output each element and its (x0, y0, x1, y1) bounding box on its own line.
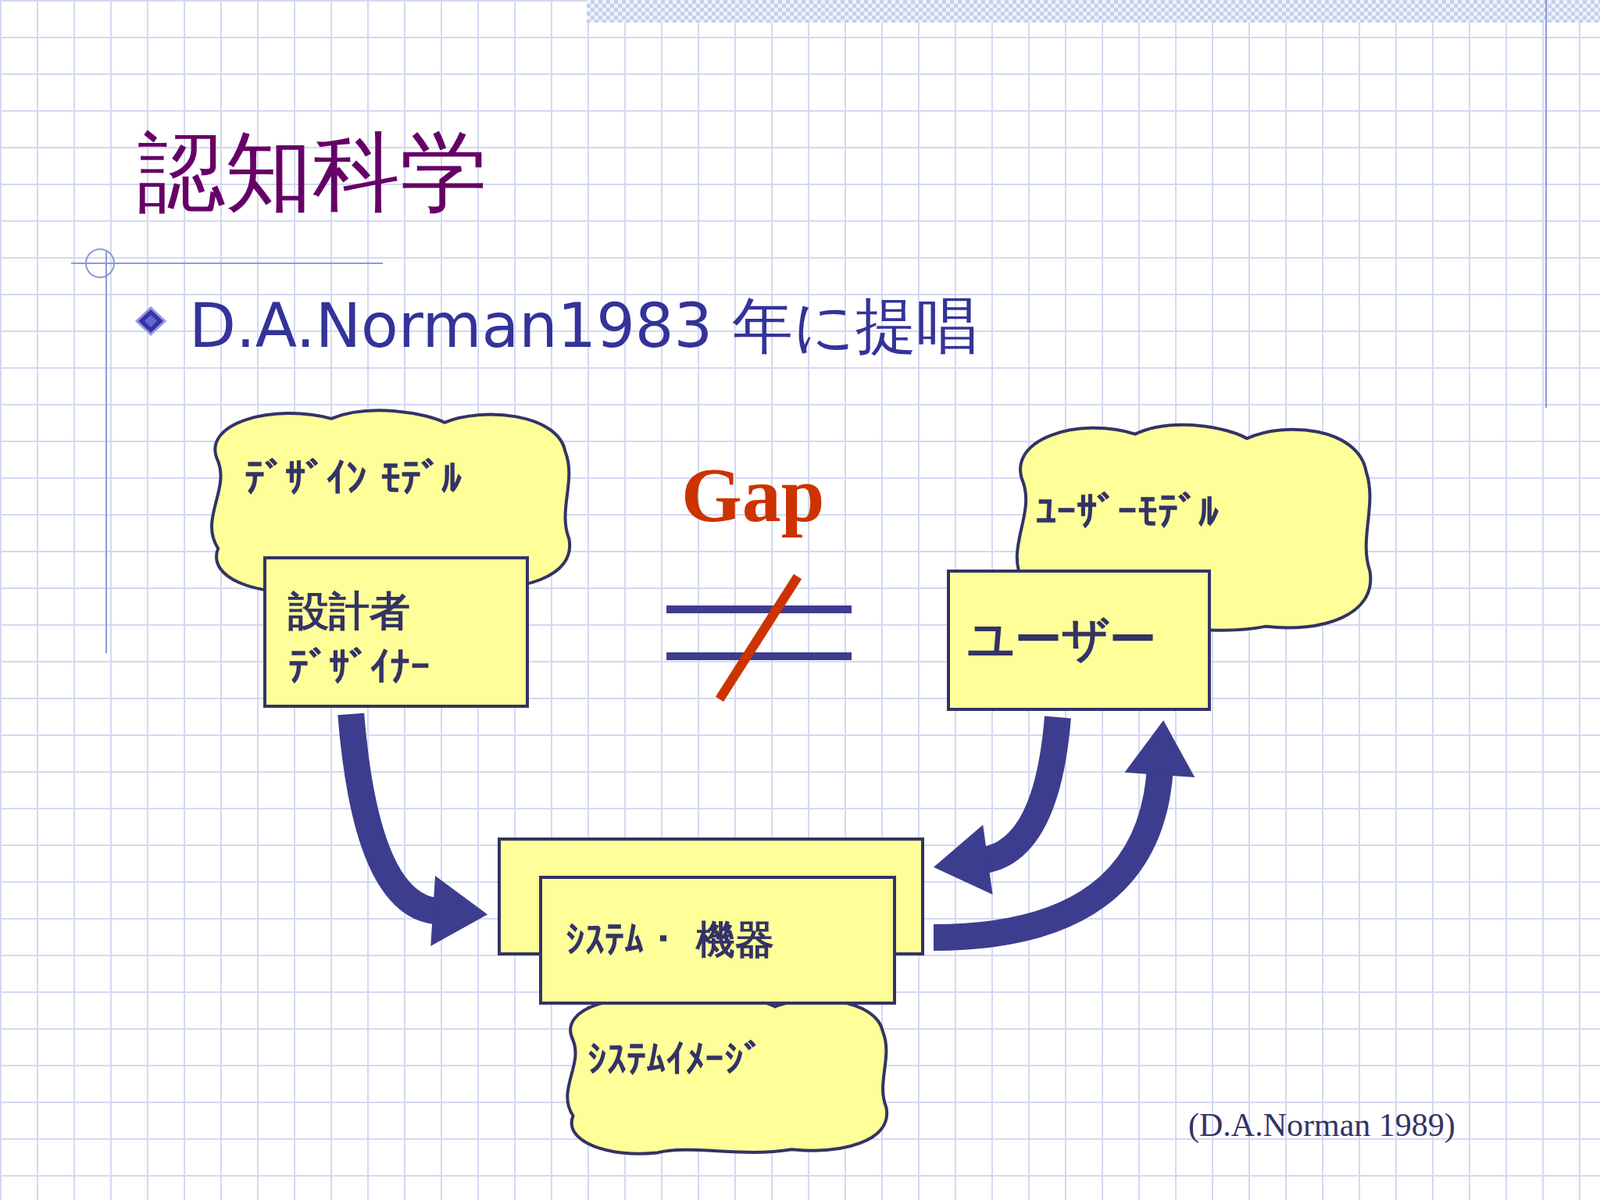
node-text: 設計者 (288, 582, 411, 640)
not-equal-line (666, 652, 852, 661)
flow-arrow (933, 717, 1058, 895)
rule-line (105, 250, 108, 654)
node-text: ユーザー (967, 608, 1157, 672)
citation: (D.A.Norman 1989) (1188, 1106, 1456, 1144)
header-band (586, 0, 1600, 23)
rule-circle (85, 249, 115, 278)
model-cloud: ｼｽﾃﾑｲﾒｰｼﾞ (556, 989, 893, 1158)
not-equal-line (666, 605, 852, 614)
actor-box: 設計者ﾃﾞｻﾞｲﾅｰ (263, 556, 529, 708)
arrow-shaft (350, 714, 439, 911)
actor-box: ｼｽﾃﾑ・ 機器 (539, 875, 897, 1005)
model-name: ﾕｰｻﾞｰﾓﾃﾞﾙ (1035, 488, 1219, 536)
bullet-diamond (136, 307, 165, 335)
model-name: ｼｽﾃﾑｲﾒｰｼﾞ (587, 1036, 764, 1083)
node-text: ﾃﾞｻﾞｲﾅｰ (288, 639, 431, 696)
arrow-head (933, 825, 993, 895)
arrow-shaft (933, 769, 1161, 938)
node-text: ｼｽﾃﾑ・ 機器 (565, 914, 775, 967)
arrow-head (430, 875, 488, 947)
arrow-head (1124, 720, 1195, 778)
arrow-shaft (982, 717, 1058, 861)
gap-label: Gap (681, 450, 825, 540)
slide-title: 認知科学 (137, 114, 488, 233)
rule-line (1545, 0, 1547, 408)
cloud-shape (567, 996, 887, 1154)
model-name: ﾃﾞｻﾞｲﾝ ﾓﾃﾞﾙ (244, 454, 462, 502)
flow-arrow (933, 720, 1195, 938)
bullet-diamond (144, 314, 158, 328)
rule-line (71, 262, 383, 265)
flow-arrow (350, 714, 488, 947)
actor-box: ユーザー (946, 569, 1211, 711)
bullet-text: D.A.Norman1983 年に提唱 (189, 285, 978, 368)
not-equal-slash (719, 576, 798, 700)
